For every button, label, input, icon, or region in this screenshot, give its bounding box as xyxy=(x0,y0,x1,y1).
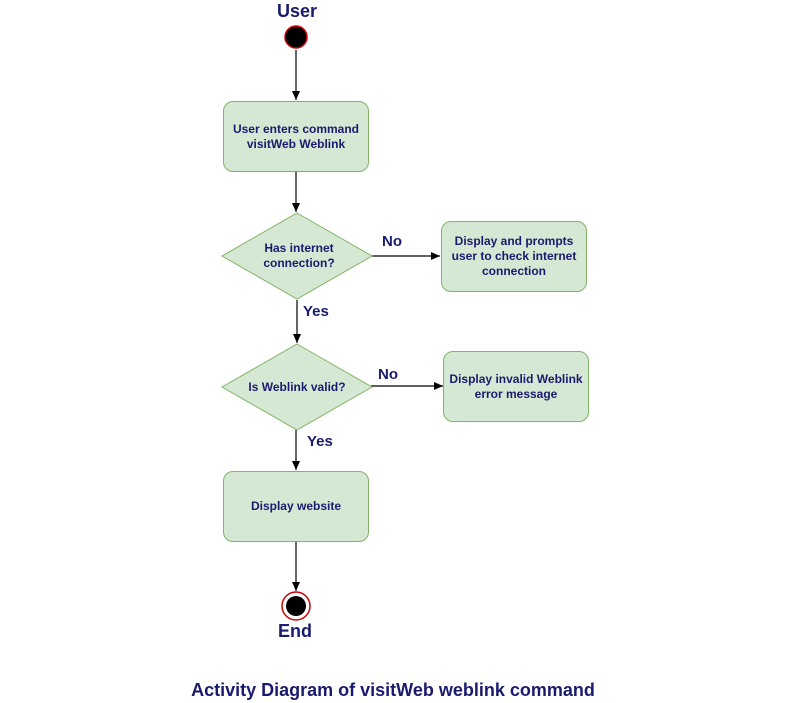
edge-label-internet-no: No xyxy=(382,233,402,250)
end-node-dot xyxy=(286,596,306,616)
action-invalid-weblink: Display invalid Weblink error message xyxy=(443,351,589,422)
edge-label-weblink-no: No xyxy=(378,366,398,383)
decision-weblink-diamond xyxy=(220,343,374,431)
decision-internet-diamond xyxy=(220,212,374,300)
action-display-website: Display website xyxy=(223,471,369,542)
decision-weblink-text: Is Weblink valid? xyxy=(248,379,346,394)
decision-internet-text: Has internet connection? xyxy=(263,241,335,270)
edge-label-internet-yes: Yes xyxy=(303,303,329,320)
diagram-caption: Activity Diagram of visitWeb weblink com… xyxy=(191,680,595,700)
start-label: User xyxy=(277,1,318,21)
action-check-internet: Display and prompts user to check intern… xyxy=(441,221,587,292)
start-node xyxy=(284,25,308,49)
end-label: End xyxy=(278,621,312,641)
action-enter-command: User enters command visitWeb Weblink xyxy=(223,101,369,172)
edge-label-weblink-yes: Yes xyxy=(307,433,333,450)
